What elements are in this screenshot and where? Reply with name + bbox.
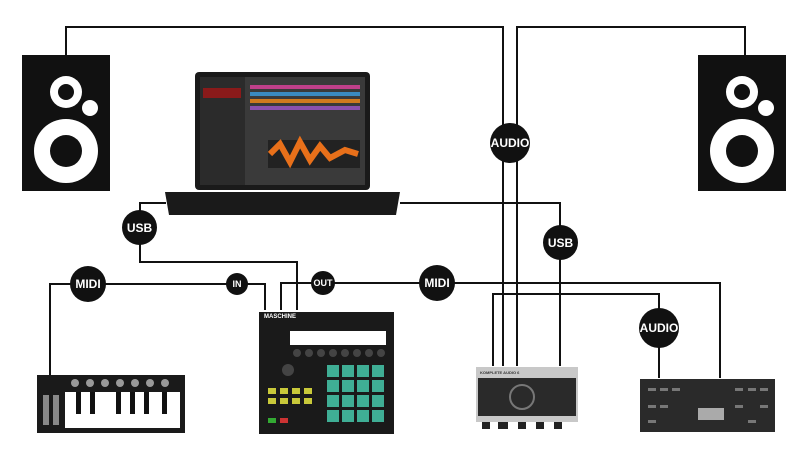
usb-badge-maschine: USB	[122, 210, 157, 245]
audio-badge-rack: AUDIO	[639, 308, 679, 348]
maschine-controller	[259, 312, 394, 434]
audio-badge-speakers: AUDIO	[490, 123, 530, 163]
midi-in-badge: IN	[226, 273, 248, 295]
usb-badge-interface: USB	[543, 225, 578, 260]
cable-midi-in	[49, 283, 266, 376]
midi-badge-out: MIDI	[419, 265, 455, 301]
audio-interface	[476, 367, 578, 429]
midi-badge-keyboard: MIDI	[70, 266, 106, 302]
pad-grid	[327, 365, 384, 422]
midi-keyboard	[37, 375, 185, 433]
cable-right-speaker	[516, 26, 746, 366]
midi-out-badge: OUT	[311, 271, 335, 295]
rack-synth	[640, 379, 775, 432]
maschine-brand-label: MASCHINE	[264, 314, 297, 320]
cable-left-speaker	[65, 26, 504, 366]
cable-usb-interface	[400, 202, 561, 366]
cable-usb-maschine	[139, 202, 298, 310]
right-speaker	[698, 55, 786, 191]
laptop	[165, 72, 400, 215]
interface-brand-label: KOMPLETE AUDIO 6	[480, 370, 520, 375]
cables	[49, 26, 746, 378]
left-speaker	[22, 55, 110, 191]
cable-midi-out	[280, 282, 721, 378]
